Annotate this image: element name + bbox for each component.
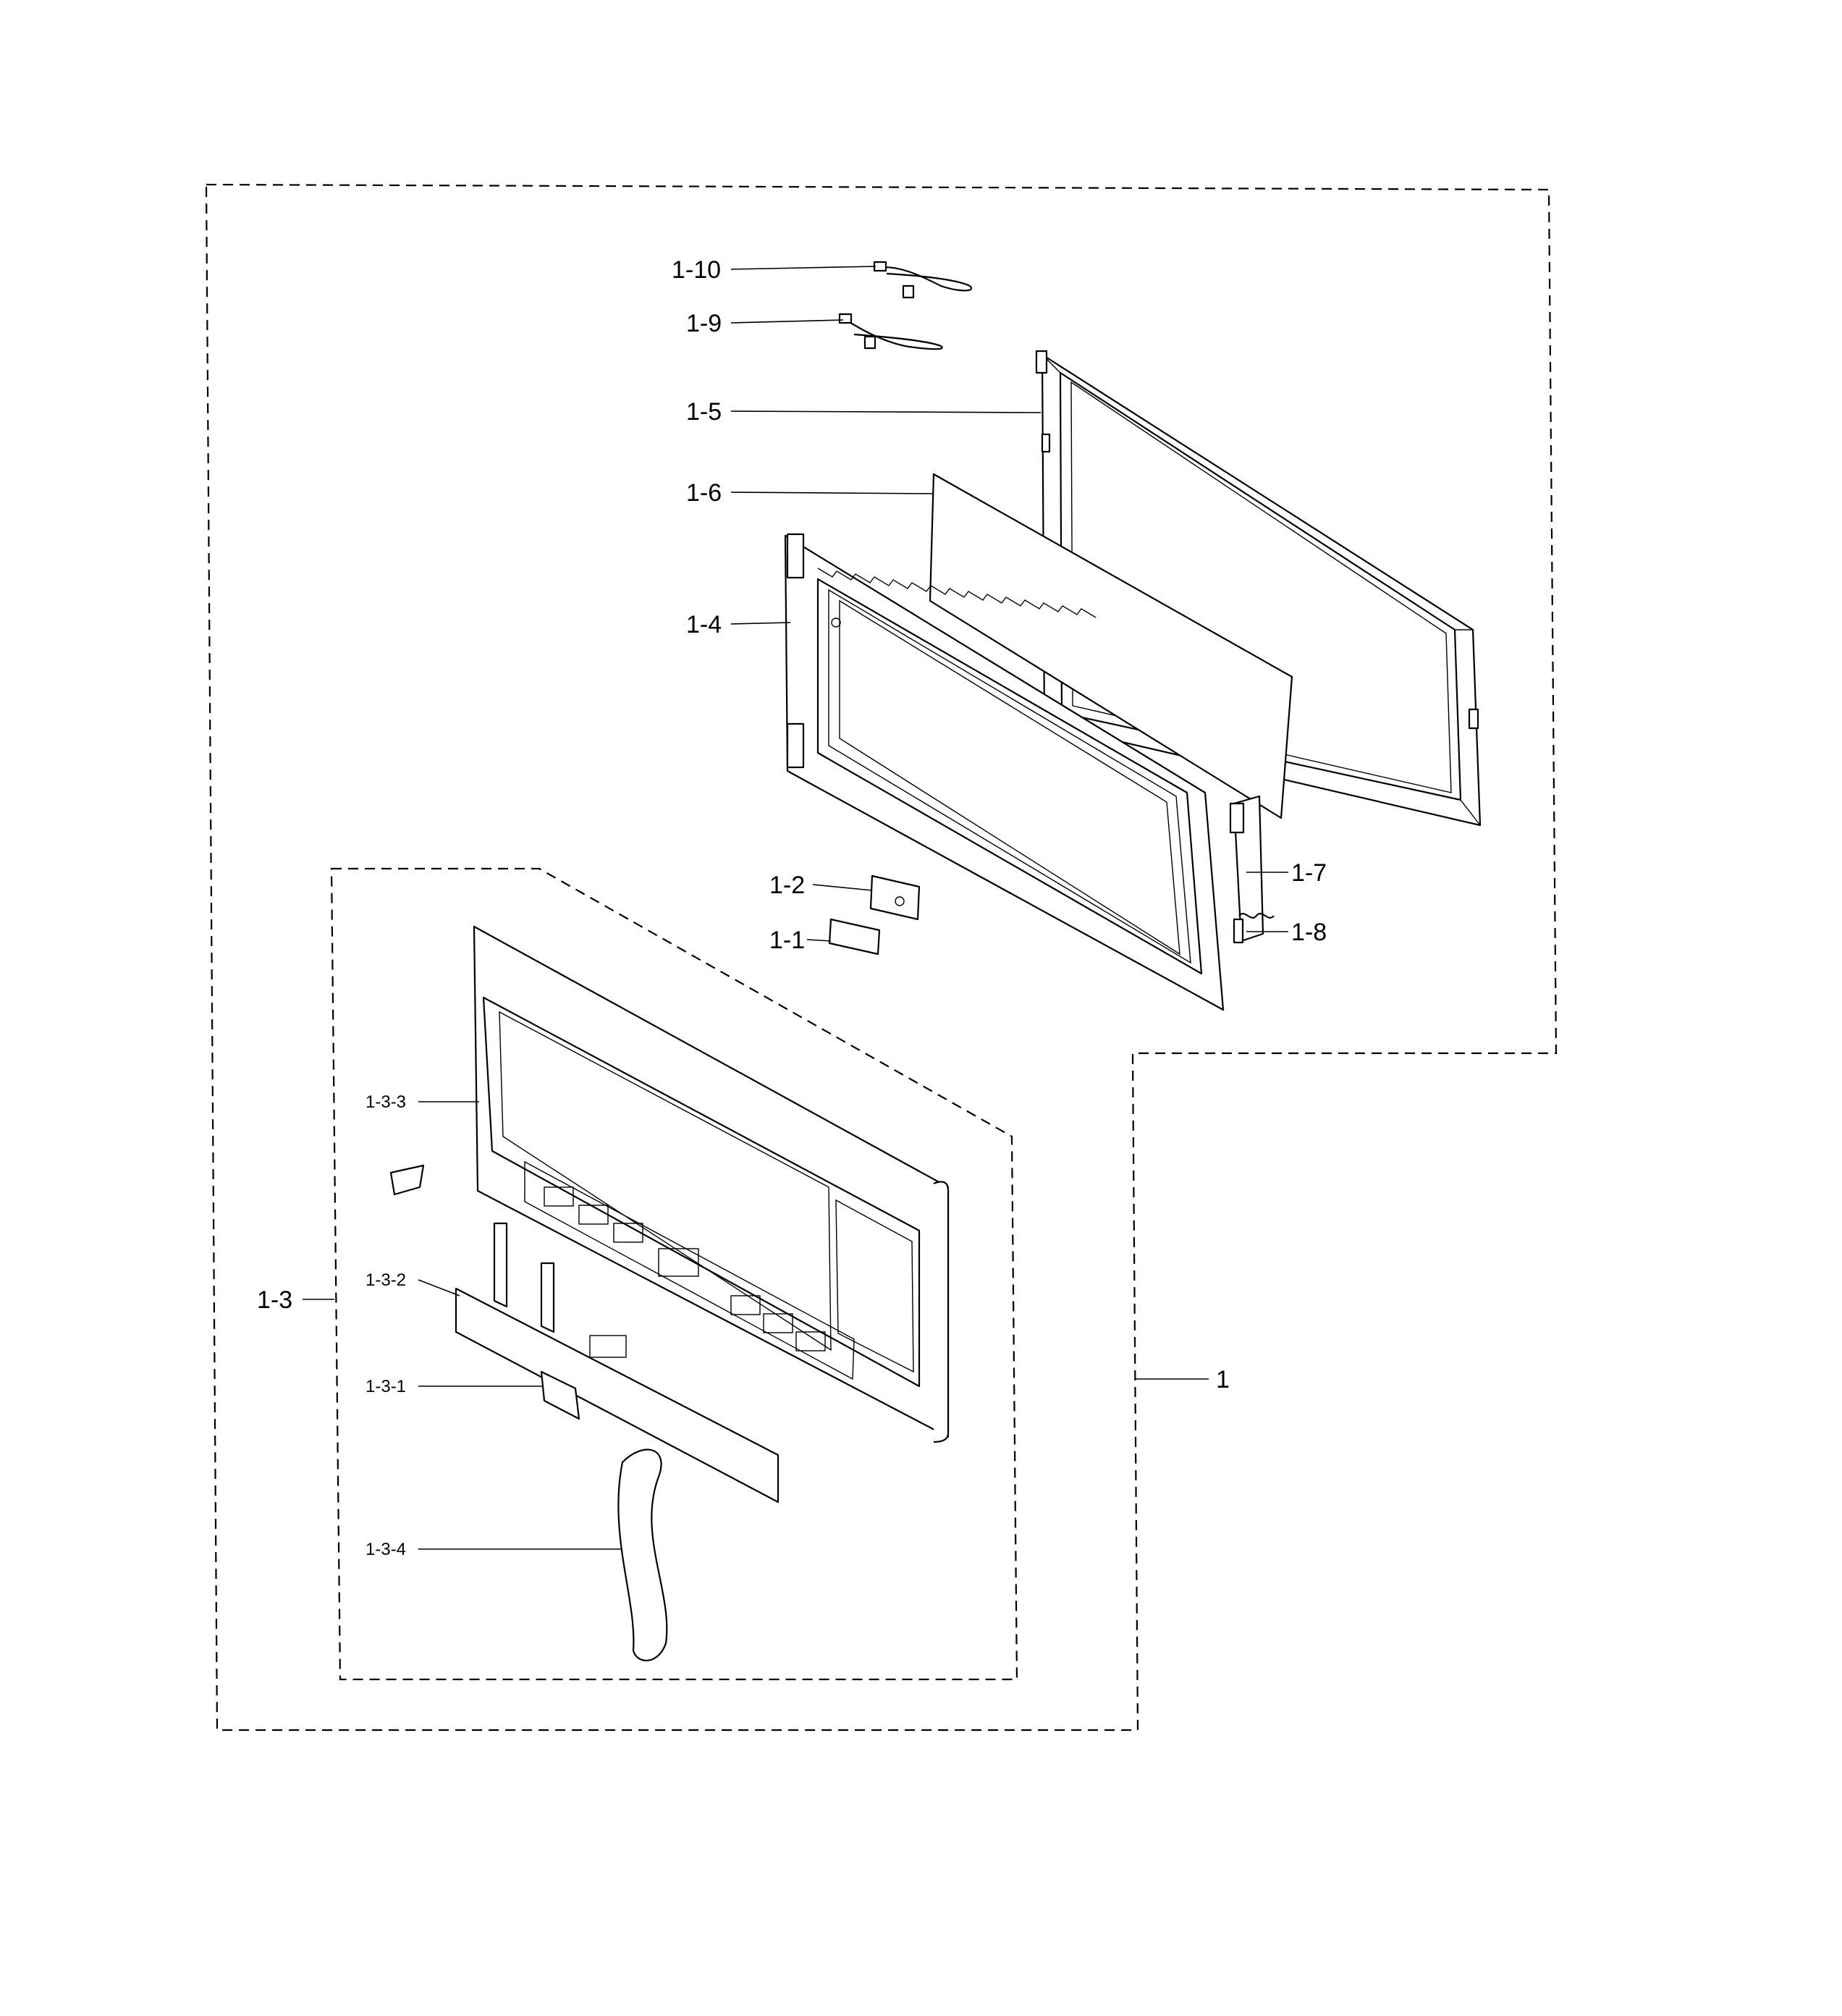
- part-1-7-latch-hook: [1229, 795, 1264, 942]
- part-1-9-wire-harness: [838, 313, 943, 350]
- part-1-3-1-window-film: [540, 1370, 580, 1420]
- part-1-3-3-control-panel: [389, 925, 950, 1443]
- part-1-10-wire-harness: [873, 261, 973, 299]
- callout-1-3-3: 1-3-3: [366, 1092, 406, 1112]
- callout-1: 1: [1216, 1366, 1230, 1393]
- callout-1-6: 1-6: [686, 479, 722, 507]
- part-1-1-pcb: [828, 918, 881, 956]
- part-1-4-front-door-frame: [784, 533, 1225, 1011]
- leader-lines: [303, 266, 1288, 1550]
- callout-1-3-2: 1-3-2: [366, 1270, 406, 1290]
- callout-1-7: 1-7: [1291, 859, 1327, 887]
- callout-1-3-4: 1-3-4: [366, 1540, 406, 1559]
- part-1-8-door-spring: [1233, 913, 1275, 944]
- callout-1-10: 1-10: [672, 256, 721, 284]
- part-1-3-2-membrane-sheet: [455, 1287, 780, 1503]
- callout-1-5: 1-5: [686, 398, 722, 426]
- part-1-6-glass-panel: [929, 473, 1293, 819]
- callout-1-9: 1-9: [686, 310, 722, 337]
- part-1-3-4-trim-strip: [617, 1448, 668, 1661]
- callout-1-3-1: 1-3-1: [366, 1377, 406, 1396]
- callout-1-1: 1-1: [769, 927, 805, 954]
- callout-1-4: 1-4: [686, 611, 722, 638]
- callout-1-2: 1-2: [769, 872, 805, 899]
- part-1-2-bracket: [869, 874, 921, 921]
- assembly-1-3-boundary: [330, 867, 1018, 1681]
- assembly-1-boundary: [205, 183, 1558, 1732]
- callout-1-8: 1-8: [1291, 919, 1327, 946]
- callout-1-3: 1-3: [257, 1286, 292, 1314]
